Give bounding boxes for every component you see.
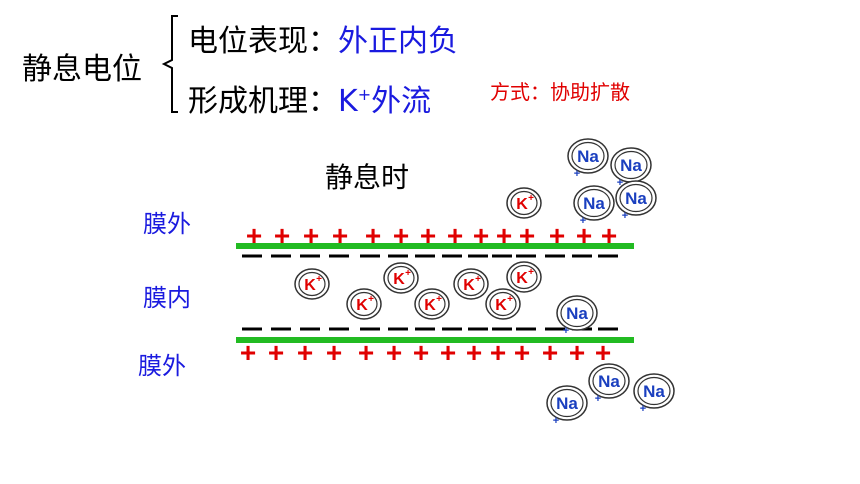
diagram-subtitle: 静息时 [325, 161, 410, 194]
potassium-ion: K+ [485, 288, 521, 320]
plus-charge: + [466, 337, 482, 368]
plus-charge: + [413, 337, 429, 368]
sodium-ion: Na + [567, 138, 609, 180]
svg-text:+: + [528, 267, 534, 278]
svg-text:+: + [640, 403, 646, 415]
ion-group: Na+Na+Na+Na+K+K+K+K+K+K+K+K+Na+Na+Na+Na+ [294, 138, 675, 427]
svg-text:+: + [436, 294, 442, 305]
mechanism-row: 形成机理：K+外流 [188, 76, 431, 120]
sodium-ion: Na + [633, 373, 675, 415]
topic-title: 静息电位 [22, 52, 142, 87]
plus-charge: + [358, 337, 374, 368]
svg-text:+: + [580, 215, 586, 227]
potassium-ion: K+ [383, 262, 419, 294]
svg-text:+: + [507, 294, 513, 305]
plus-charge: + [542, 337, 558, 368]
plus-charge: + [297, 337, 313, 368]
plus-charge: + [440, 337, 456, 368]
sodium-ion: Na + [588, 363, 630, 405]
label-outside-top: 膜外 [143, 210, 191, 238]
left-brace-icon [161, 15, 178, 113]
potassium-ion: K+ [346, 288, 382, 320]
svg-text:K: K [495, 297, 507, 314]
transport-method: 方式：协助扩散 [490, 80, 630, 104]
plus-charge: + [595, 337, 611, 368]
svg-text:K: K [356, 297, 368, 314]
sodium-ion: Na + [556, 295, 598, 337]
svg-text:Na: Na [625, 189, 647, 208]
svg-text:Na: Na [583, 194, 605, 213]
sodium-ion: Na + [610, 147, 652, 189]
svg-text:+: + [405, 268, 411, 279]
potential-row: 电位表现：外正内负 [188, 16, 458, 60]
svg-text:+: + [563, 325, 569, 337]
potassium-ion: K+ [294, 268, 330, 300]
svg-text:Na: Na [566, 304, 588, 323]
potential-value: 外正内负 [338, 24, 458, 59]
potassium-ion: K+ [414, 288, 450, 320]
sodium-ion: Na + [546, 385, 588, 427]
mechanism-value: K+外流 [338, 84, 431, 119]
svg-text:K: K [516, 270, 528, 287]
sodium-ion: Na + [573, 185, 615, 227]
potassium-ion: K+ [453, 268, 489, 300]
mechanism-flow: 外流 [371, 84, 432, 119]
svg-text:K: K [304, 277, 316, 294]
svg-text:K: K [516, 196, 528, 213]
plus-charge: + [268, 337, 284, 368]
label-outside-bottom: 膜外 [138, 352, 186, 380]
svg-text:Na: Na [643, 382, 665, 401]
svg-text:+: + [622, 210, 628, 222]
plus-charge: + [386, 337, 402, 368]
sodium-ion: Na+ [615, 180, 657, 222]
svg-text:K: K [463, 277, 475, 294]
svg-text:+: + [316, 274, 322, 285]
svg-text:+: + [368, 294, 374, 305]
potassium-ion: K+ [506, 187, 542, 219]
svg-text:+: + [595, 393, 601, 405]
svg-text:Na: Na [577, 147, 599, 166]
label-inside: 膜内 [143, 284, 191, 312]
potassium-charge: + [357, 85, 372, 104]
plus-charge: + [514, 337, 530, 368]
svg-text:K: K [424, 297, 436, 314]
mechanism-label: 形成机理： [188, 84, 338, 119]
svg-text:+: + [574, 168, 580, 180]
svg-text:+: + [617, 177, 623, 189]
plus-charge: + [326, 337, 342, 368]
svg-text:Na: Na [598, 372, 620, 391]
plus-charge: + [240, 337, 256, 368]
svg-text:+: + [475, 274, 481, 285]
svg-text:Na: Na [556, 394, 578, 413]
potential-label: 电位表现： [188, 24, 338, 59]
svg-text:+: + [553, 415, 559, 427]
svg-text:Na: Na [620, 156, 642, 175]
positive-charges-bottom: + + + + + + + + + + + + + + [240, 337, 611, 368]
potassium-ion: K+ [506, 261, 542, 293]
potassium-symbol: K [338, 84, 358, 119]
plus-charge: + [569, 337, 585, 368]
svg-text:+: + [528, 193, 534, 204]
plus-charge: + [490, 337, 506, 368]
svg-text:K: K [393, 271, 405, 288]
